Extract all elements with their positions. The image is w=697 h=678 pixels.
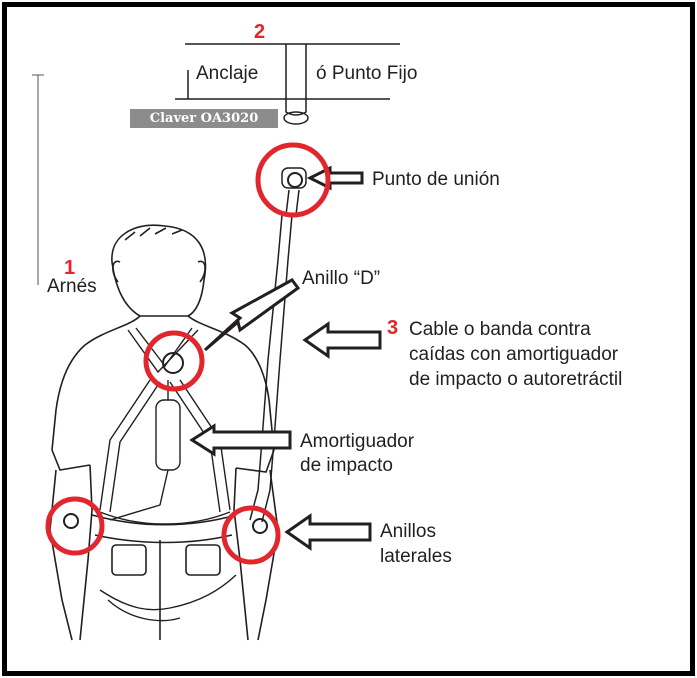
label-cable-line-3: de impacto o autoretráctil [409,369,623,390]
highlight-circles [45,142,331,565]
height-dimension-line [32,74,44,285]
label-punto-fijo: ó Punto Fijo [316,63,418,84]
label-anclaje: Anclaje [196,63,259,84]
label-punto-union: Punto de unión [372,169,500,190]
arrow-punto-union [306,165,364,191]
arrow-anillos [284,513,372,551]
label-anillos-line-1: Anillos [380,521,436,542]
model-code-badge: Claver OA3020 [130,109,278,128]
arrow-anillo-d [203,278,301,352]
callout-arrows [189,165,382,551]
marker-1: 1 [64,257,76,279]
highlight-anillo-lateral-left [45,496,105,556]
rings [63,172,303,534]
highlight-anillo-lateral-right [221,505,281,565]
label-cable-line-1: Cable o banda contra [409,319,591,340]
label-amortiguador-line-1: Amortiguador [300,431,415,452]
arrow-cable [302,321,382,359]
lanyard [249,44,309,523]
anchorage-beam [175,43,400,100]
highlight-punto-union [255,142,331,218]
label-anillo-d: Anillo “D” [302,268,381,289]
label-anillos-line-2: laterales [380,546,452,567]
highlight-anillo-d [143,330,205,392]
marker-3: 3 [387,317,399,339]
marker-2: 2 [254,21,266,43]
label-amortiguador-line-2: de impacto [300,455,393,476]
label-cable-line-2: caídas con amortiguador [409,344,619,365]
worker-illustration [49,224,279,641]
arrow-amortiguador [189,423,292,457]
label-arnes: Arnés [47,276,97,297]
